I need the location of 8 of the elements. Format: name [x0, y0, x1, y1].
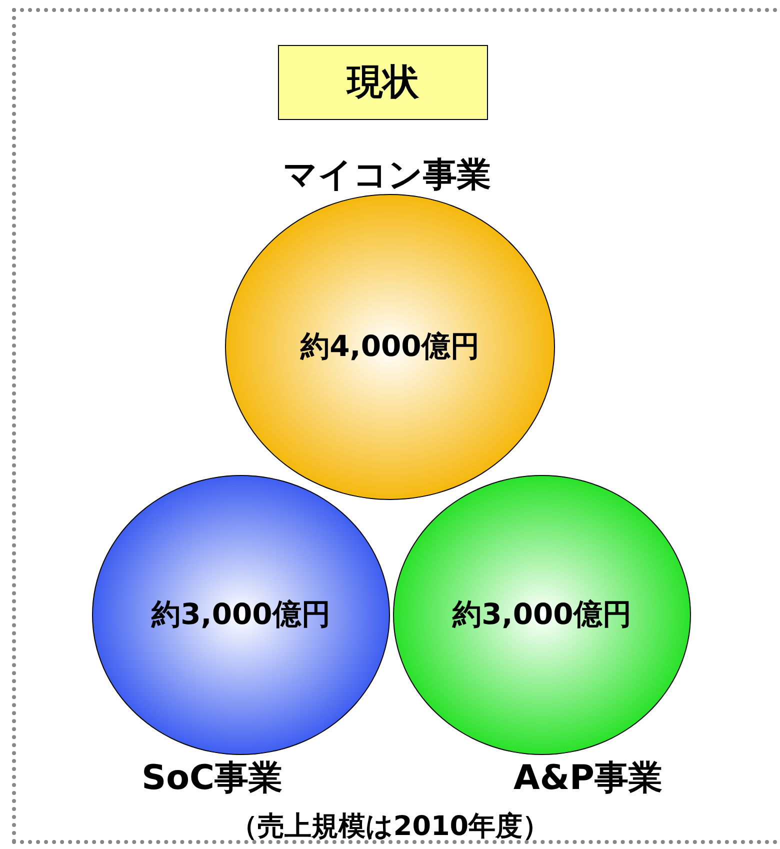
title-box: 現状 [278, 45, 488, 120]
segment-heading: SoC事業 [142, 757, 282, 800]
sales-amount: 約3,000億円 [452, 596, 632, 633]
sales-amount: 約4,000億円 [300, 328, 480, 365]
caption: （売上規模は2010年度） [230, 810, 550, 844]
segment-heading: マイコン事業 [283, 154, 491, 197]
sales-amount: 約3,000億円 [152, 596, 330, 633]
segment-heading: A&P事業 [514, 757, 662, 800]
